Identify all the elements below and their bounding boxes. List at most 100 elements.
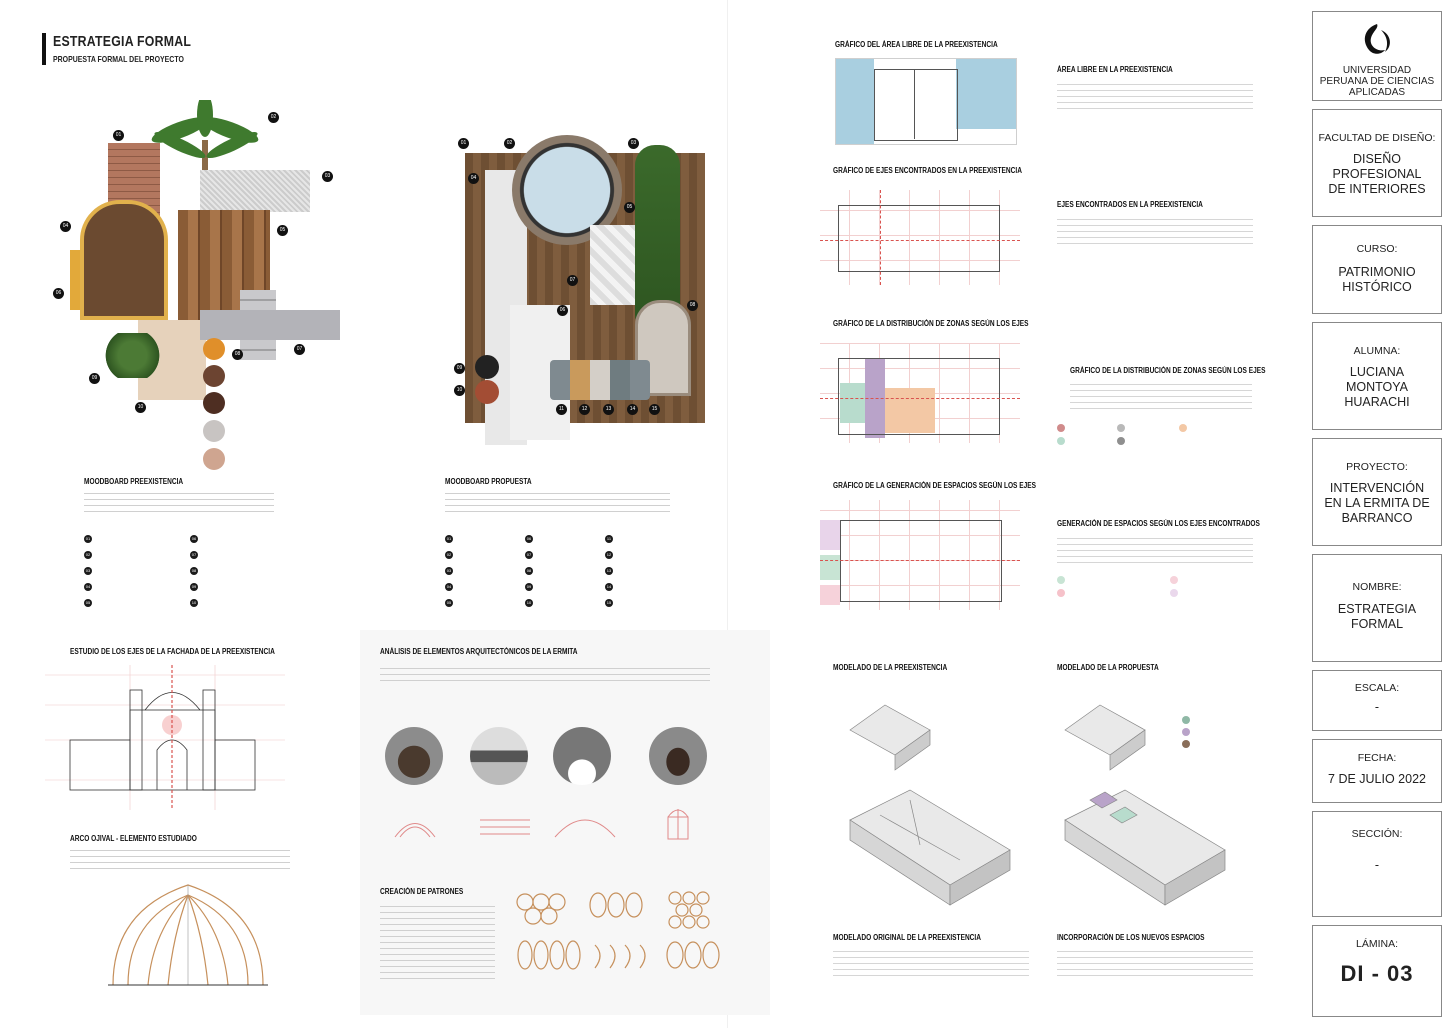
course-value: PATRIMONIO HISTÓRICO — [1338, 265, 1416, 294]
marker-08: 08 — [687, 300, 698, 311]
legend-num: 09 — [190, 582, 198, 591]
zonas-title: GRÁFICO DE LA DISTRIBUCIÓN DE ZONAS SEGÚ… — [1070, 366, 1266, 375]
patrones-title: CREACIÓN DE PATRONES — [380, 887, 464, 896]
university-name: UNIVERSIDAD PERUANA DE CIENCIAS APLICADA… — [1319, 65, 1435, 98]
upc-logo-icon — [1364, 24, 1390, 54]
analisis-text — [380, 668, 710, 682]
area-libre-text — [1057, 84, 1253, 114]
scale-label: ESCALA: — [1354, 682, 1400, 694]
legend-num: 05 — [84, 598, 92, 607]
marker-03: 03 — [322, 171, 333, 182]
title-bar — [42, 33, 46, 65]
moodboard-preexistencia: 01 02 03 04 05 06 07 08 09 10 — [50, 93, 390, 475]
legend-num: 07 — [190, 550, 198, 559]
marker-11: 11 — [556, 404, 567, 415]
model-legend — [1182, 716, 1242, 752]
marker-13: 13 — [603, 404, 614, 415]
marker-01: 01 — [113, 130, 124, 141]
patrones-text — [380, 906, 495, 981]
page-divider — [727, 0, 728, 1028]
area-libre-title: ÁREA LIBRE EN LA PREEXISTENCIA — [1057, 65, 1173, 74]
legend-num: 14 — [605, 582, 613, 591]
zonas-text — [1070, 384, 1252, 414]
legend-num: 15 — [605, 598, 613, 607]
gothic-arch-diagram — [108, 880, 268, 990]
legend-num: 10 — [525, 598, 533, 607]
marker-10: 10 — [135, 402, 146, 413]
legend-num: 10 — [190, 598, 198, 607]
gen-graph-title: GRÁFICO DE LA GENERACIÓN DE ESPACIOS SEG… — [833, 481, 1037, 490]
marker-02: 02 — [268, 112, 279, 123]
marker-03: 03 — [628, 138, 639, 149]
ejes-graph-title: GRÁFICO DE EJES ENCONTRADOS EN LA PREEXI… — [833, 166, 1022, 175]
element-line-drawings — [390, 805, 710, 845]
zonas-legend — [1057, 424, 1237, 446]
legend-num: 06 — [190, 534, 198, 543]
color-chip-tan — [203, 448, 225, 470]
date-label: FECHA: — [1357, 752, 1397, 764]
marker-08: 08 — [232, 349, 243, 360]
faculty-label: FACULTAD DE DISEÑO: — [1318, 132, 1436, 144]
legend-num: 04 — [445, 582, 453, 591]
color-chip-orange — [203, 338, 225, 360]
name-value: ESTRATEGIA FORMAL — [1337, 602, 1417, 631]
marker-09: 09 — [89, 373, 100, 384]
course-label: CURSO: — [1356, 243, 1398, 255]
page-title: ESTRATEGIA FORMAL — [53, 33, 192, 50]
legend-num: 02 — [445, 550, 453, 559]
project-label: PROYECTO: — [1346, 461, 1408, 473]
legend-num: 03 — [445, 566, 453, 575]
name-box: NOMBRE: ESTRATEGIA FORMAL — [1312, 554, 1442, 662]
legend-num: 02 — [84, 550, 92, 559]
student-label: ALUMNA: — [1353, 345, 1401, 357]
section-value: - — [1374, 858, 1380, 872]
marker-09: 09 — [454, 363, 465, 374]
area-libre-graph-title: GRÁFICO DEL ÁREA LIBRE DE LA PREEXISTENC… — [835, 40, 998, 49]
mod-orig-text — [833, 951, 1029, 981]
marker-15: 15 — [649, 404, 660, 415]
ejes-text — [1057, 219, 1253, 249]
incorp-title: INCORPORACIÓN DE LOS NUEVOS ESPACIOS — [1057, 933, 1205, 942]
arco-title: ARCO OJIVAL - ELEMENTO ESTUDIADO — [70, 834, 197, 843]
moodboard-prop-legend: 01 02 03 04 05 06 07 08 09 10 11 12 13 1… — [445, 530, 705, 610]
legend-num: 12 — [605, 550, 613, 559]
legend-num: 09 — [525, 582, 533, 591]
project-box: PROYECTO: INTERVENCIÓN EN LA ERMITA DE B… — [1312, 438, 1442, 546]
moodboard-prop-title: MOODBOARD PROPUESTA — [445, 477, 532, 486]
color-chip-brown — [203, 365, 225, 387]
analisis-title: ANÁLISIS DE ELEMENTOS ARQUITECTÓNICOS DE… — [380, 647, 578, 656]
marker-07: 07 — [294, 344, 305, 355]
model-propuesta — [1055, 700, 1235, 925]
element-window-photo — [649, 727, 707, 785]
faculty-value: DISEÑO PROFESIONAL DE INTERIORES — [1328, 152, 1426, 196]
legend-num: 13 — [605, 566, 613, 575]
section-box: SECCIÓN: - — [1312, 811, 1442, 917]
legend-num: 01 — [84, 534, 92, 543]
page-subtitle: PROPUESTA FORMAL DEL PROYECTO — [53, 54, 184, 64]
shrub-image — [105, 333, 160, 378]
marker-06: 06 — [557, 305, 568, 316]
legend-num: 04 — [84, 582, 92, 591]
course-box: CURSO: PATRIMONIO HISTÓRICO — [1312, 225, 1442, 314]
marker-04: 04 — [468, 173, 479, 184]
color-chip-gray — [203, 420, 225, 442]
hex-tiles — [550, 360, 650, 400]
zonas-graph-title: GRÁFICO DE LA DISTRIBUCIÓN DE ZONAS SEGÚ… — [833, 319, 1029, 328]
moodboard-pre-title: MOODBOARD PREEXISTENCIA — [84, 477, 184, 486]
marker-10: 10 — [454, 385, 465, 396]
door-image — [80, 200, 168, 320]
mod-prop-title: MODELADO DE LA PROPUESTA — [1057, 663, 1159, 672]
moodboard-pre-text — [84, 493, 274, 517]
mod-pre-title: MODELADO DE LA PREEXISTENCIA — [833, 663, 948, 672]
element-door-photo — [385, 727, 443, 785]
plan-area-libre — [835, 58, 1017, 145]
scale-value: - — [1374, 700, 1380, 714]
faculty-box: FACULTAD DE DISEÑO: DISEÑO PROFESIONAL D… — [1312, 109, 1442, 217]
marker-04: 04 — [60, 221, 71, 232]
university-box: UNIVERSIDAD PERUANA DE CIENCIAS APLICADA… — [1312, 11, 1442, 101]
gray-stone-swatch — [200, 170, 310, 212]
chip-copper — [475, 380, 499, 404]
moodboard-prop-text — [445, 493, 670, 517]
plan-generacion — [820, 500, 1020, 610]
legend-num: 08 — [525, 566, 533, 575]
